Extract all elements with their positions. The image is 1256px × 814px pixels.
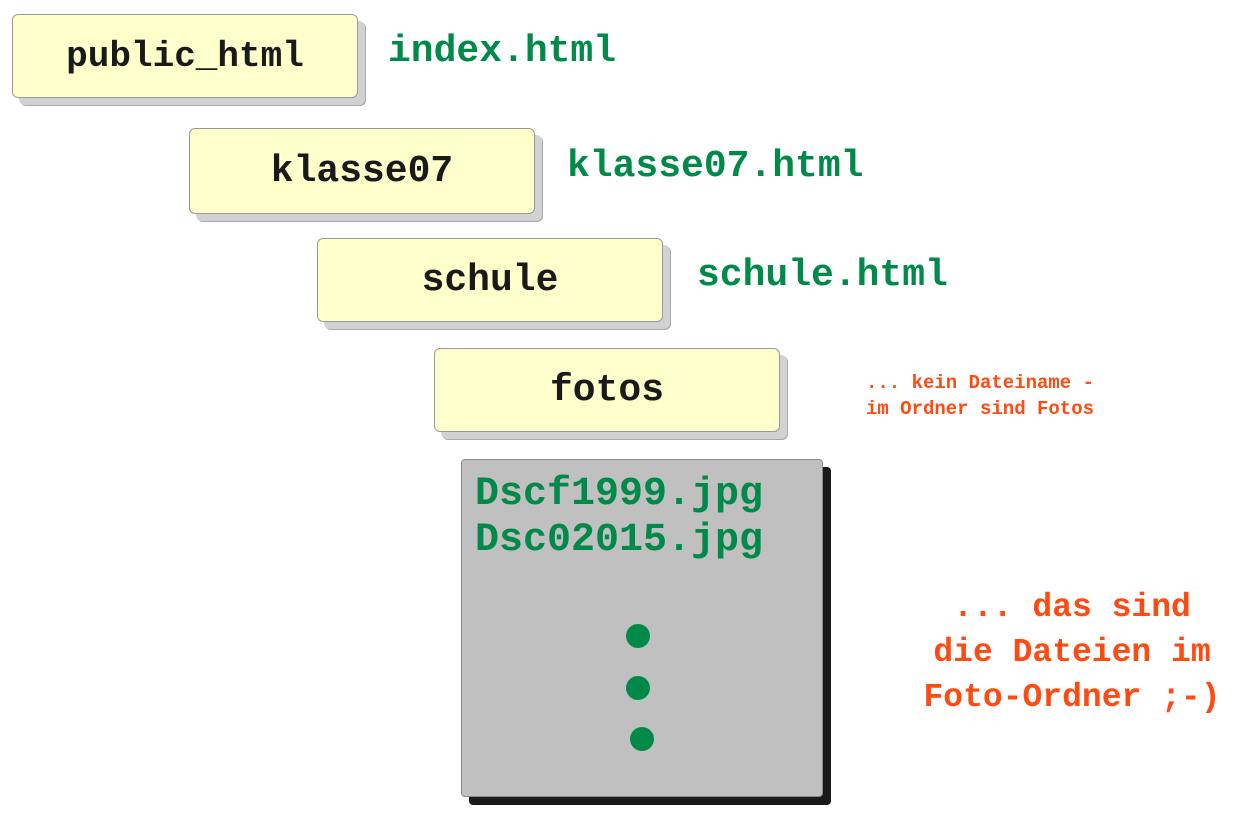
- ellipsis-dot-icon: [626, 624, 650, 648]
- file-schule-html[interactable]: schule.html: [697, 254, 948, 297]
- folder-fotos[interactable]: fotos: [434, 348, 780, 432]
- fotos-note: ... kein Dateiname - im Ordner sind Foto…: [865, 372, 1095, 420]
- photo-file-item[interactable]: Dscf1999.jpg: [475, 472, 764, 517]
- photo-file-item[interactable]: Dsc02015.jpg: [475, 518, 764, 563]
- folder-klasse07-label: klasse07: [270, 149, 454, 193]
- folder-klasse07[interactable]: klasse07: [189, 128, 535, 214]
- folder-schule[interactable]: schule: [317, 238, 663, 322]
- files-note: ... das sind die Dateien im Foto-Ordner …: [923, 589, 1221, 716]
- folder-public-html[interactable]: public_html: [12, 14, 358, 98]
- file-klasse07-html[interactable]: klasse07.html: [567, 145, 864, 188]
- folder-public-html-label: public_html: [66, 35, 304, 77]
- file-index-html[interactable]: index.html: [388, 30, 617, 73]
- ellipsis-dot-icon: [626, 676, 650, 700]
- folder-fotos-label: fotos: [549, 368, 665, 412]
- photo-files-box: Dscf1999.jpg Dsc02015.jpg: [461, 459, 823, 797]
- folder-schule-label: schule: [421, 258, 559, 302]
- ellipsis-dot-icon: [630, 727, 654, 751]
